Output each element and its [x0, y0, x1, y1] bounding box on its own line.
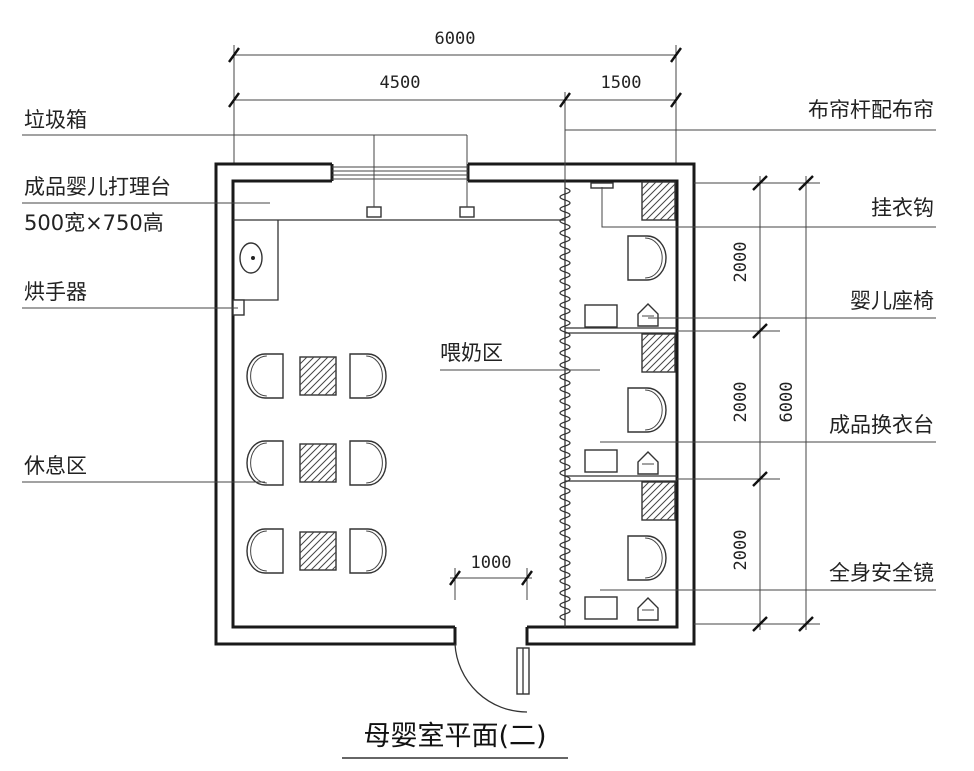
stall-cabinet-icon	[641, 181, 676, 221]
dressing-table-icon	[584, 596, 618, 620]
label-curtain-rod: 布帘杆配布帘	[808, 98, 934, 122]
label-hand-dryer: 烘手器	[24, 280, 87, 304]
label-baby-seat: 婴儿座椅	[850, 289, 934, 313]
stall-chair-icon	[627, 387, 667, 433]
armchair-icon	[246, 528, 284, 574]
stall-cabinet-icon	[641, 333, 676, 373]
label-rest-area: 休息区	[24, 454, 87, 478]
stall-chair-icon	[627, 535, 667, 581]
right-callouts: 布帘杆配布帘 挂衣钩 婴儿座椅 成品换衣台 全身安全镜	[564, 98, 936, 591]
door-dimension: 1000	[449, 553, 533, 600]
top-dimensions: 6000 4500 1500	[228, 29, 682, 165]
armchair-icon	[349, 440, 387, 486]
armchair-icon	[246, 440, 284, 486]
curtain	[559, 181, 571, 627]
dim-right-seg2: 2000	[731, 382, 751, 423]
changing-counter	[232, 219, 565, 316]
dim-top-left: 4500	[380, 73, 421, 93]
diagram-title: 母婴室平面(二)	[342, 721, 568, 759]
window	[332, 166, 468, 180]
armchair-icon	[349, 528, 387, 574]
dim-top-right: 1500	[601, 73, 642, 93]
label-dressing-table: 成品换衣台	[829, 413, 934, 437]
dim-right-seg1: 2000	[731, 242, 751, 283]
trash-bin-icon	[459, 206, 475, 218]
armchair-icon	[349, 353, 387, 399]
stall-furniture	[584, 181, 676, 621]
side-table-icon	[299, 443, 337, 483]
room-walls	[214, 162, 696, 646]
stall-partitions	[565, 327, 677, 482]
label-changing-counter: 成品婴儿打理台	[24, 175, 171, 199]
left-callouts: 垃圾箱 成品婴儿打理台 500宽×750高 烘手器 休息区 喂奶区	[22, 108, 600, 483]
trash-bin-icon	[366, 206, 382, 218]
right-dimensions: 2000 2000 2000 6000	[677, 175, 820, 632]
side-table-icon	[299, 356, 337, 396]
trash-bins	[366, 206, 475, 218]
label-changing-counter-size: 500宽×750高	[24, 211, 164, 235]
entry-door	[454, 643, 530, 713]
label-feeding-area: 喂奶区	[440, 341, 503, 365]
baby-seat-icon	[637, 303, 659, 327]
label-full-mirror: 全身安全镜	[829, 561, 934, 585]
dim-right-total: 6000	[777, 382, 797, 423]
rest-area-furniture	[246, 353, 387, 574]
dim-top-total: 6000	[435, 29, 476, 49]
label-coat-hook: 挂衣钩	[871, 196, 934, 220]
dim-door: 1000	[471, 553, 512, 573]
dressing-table-icon	[584, 449, 618, 473]
dim-right-seg3: 2000	[731, 530, 751, 571]
baby-seat-icon	[637, 597, 659, 621]
stall-cabinet-icon	[641, 481, 676, 521]
side-table-icon	[299, 531, 337, 571]
page-title: 母婴室平面(二)	[363, 721, 546, 752]
stall-chair-icon	[627, 235, 667, 281]
baby-seat-icon	[637, 451, 659, 475]
label-trash-bin: 垃圾箱	[24, 108, 87, 132]
armchair-icon	[246, 353, 284, 399]
dressing-table-icon	[584, 304, 618, 328]
